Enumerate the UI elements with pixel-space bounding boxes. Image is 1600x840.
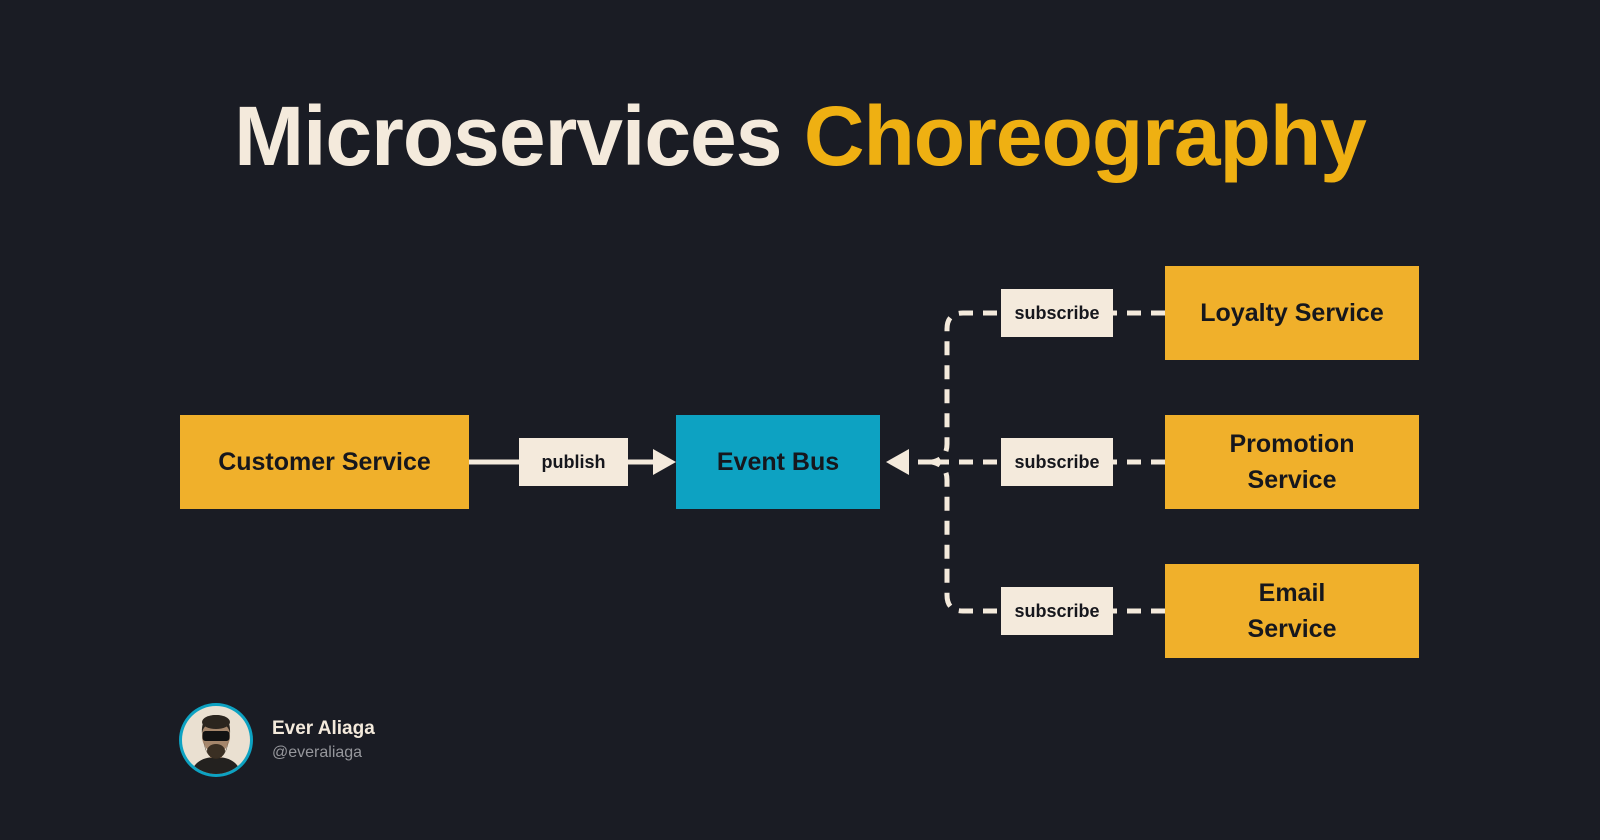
subscribe-arrows [904,310,1165,614]
publish-arrow [469,449,676,475]
edge-label-subscribe-loyalty: subscribe [1001,289,1113,337]
title-part-microservices: Microservices [234,89,782,183]
author-handle: @everaliaga [272,744,363,761]
author-name: Ever Aliaga [272,718,375,739]
event-bus-arrowhead [886,449,909,475]
author-text: Ever Aliaga @everaliaga [272,718,375,762]
edge-label-publish: publish [519,438,628,486]
page-title: Microservices Choreography [0,88,1600,185]
node-event-bus: Event Bus [676,415,880,509]
node-promotion-service: Promotion Service [1165,415,1419,509]
title-part-choreography: Choreography [803,89,1367,183]
edge-label-subscribe-promotion: subscribe [1001,438,1113,486]
node-email-service: Email Service [1165,564,1419,658]
edge-label-subscribe-email: subscribe [1001,587,1113,635]
node-customer-service: Customer Service [180,415,469,509]
author-block: Ever Aliaga @everaliaga [178,702,375,778]
node-loyalty-service: Loyalty Service [1165,266,1419,360]
author-avatar [179,703,253,777]
